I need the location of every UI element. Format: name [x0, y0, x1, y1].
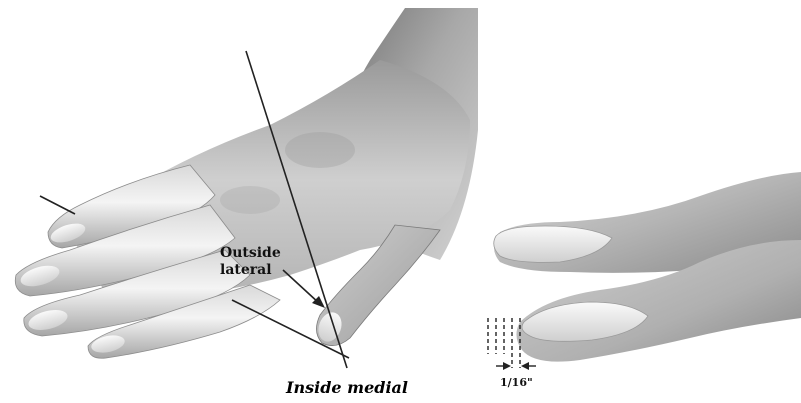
knuckle-shade [285, 132, 355, 168]
inside-medial-caption: Inside medial [286, 378, 408, 397]
outside-arrow-line [283, 270, 320, 304]
left-hand [15, 8, 478, 358]
axis-line-top [40, 196, 75, 214]
right-thumb-closeup [494, 172, 801, 362]
outside-label-line1: Outside [220, 245, 281, 261]
measure-label: 1/16" [500, 376, 533, 389]
outside-label-line2: lateral [220, 262, 272, 278]
knuckle-shade-2 [220, 186, 280, 214]
